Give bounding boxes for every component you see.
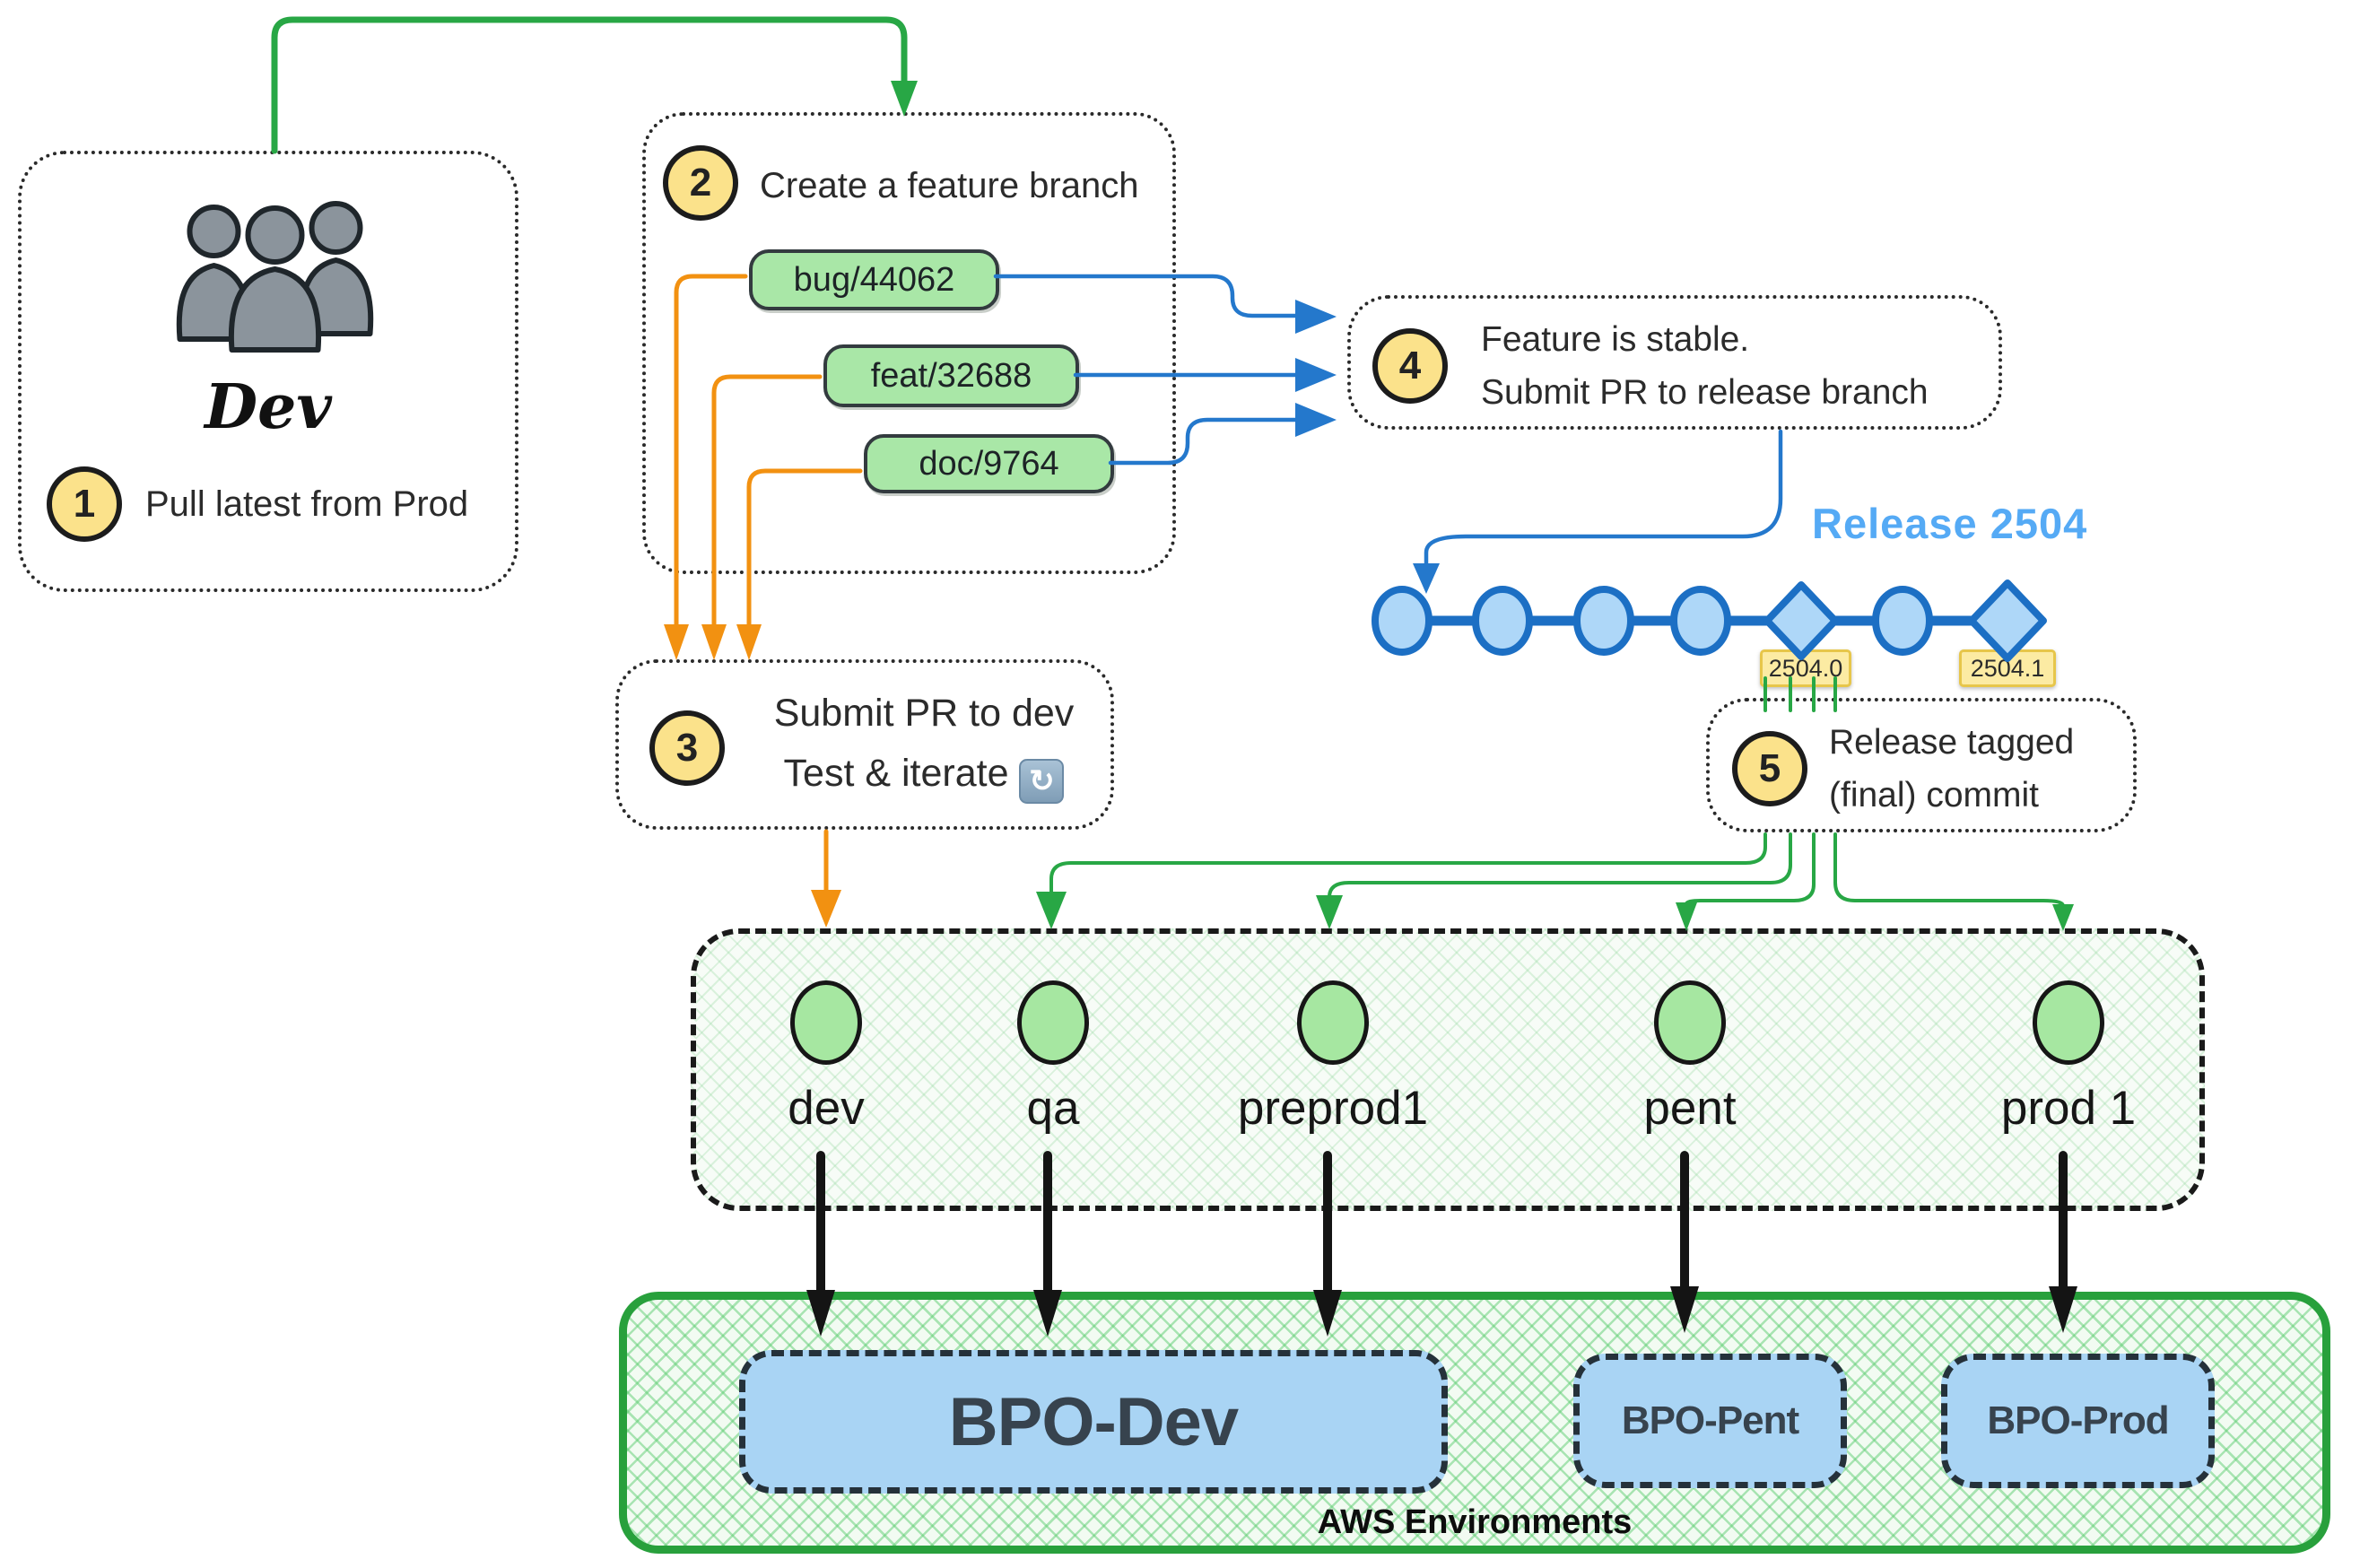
step-3-line1: Submit PR to dev [773,692,1075,735]
step-4-line2: Submit PR to release branch [1481,372,1929,412]
aws-environments-box: BPO-Dev BPO-Pent BPO-Prod AWS Environmen… [619,1292,2330,1554]
release-tag-2504-1: 2504.1 [1959,649,2056,687]
env-circle-preprod1 [1297,980,1369,1065]
branch-pill-bug: bug/44062 [749,249,999,310]
arrows-release-to-envs [1036,832,2074,931]
deployment-bpo-dev: BPO-Dev [739,1350,1448,1494]
dev-team-icon [176,201,374,353]
environments-box: dev qa preprod1 pent prod 1 [691,928,2205,1211]
env-prod1: prod 1 [1952,980,2185,1136]
release-tag-2504-0: 2504.0 [1760,649,1851,687]
dev-team-box: Dev 1 Pull latest from Prod [18,151,518,592]
step-5-line1: Release tagged [1829,723,2075,762]
env-pent: pent [1573,980,1807,1136]
dev-group-label: Dev [205,371,332,443]
env-circle-qa [1017,980,1089,1065]
step-4-badge: 4 [1372,328,1448,404]
env-label-qa: qa [1026,1082,1080,1135]
refresh-icon: ↻ [1019,758,1065,804]
step-1-label: Pull latest from Prod [145,484,469,524]
env-label-prod1: prod 1 [2000,1082,2137,1135]
env-circle-prod1 [2033,980,2104,1065]
release-commit-chain [1372,579,2047,662]
env-circle-dev [790,980,862,1065]
arrow-stable-to-release-chain [1413,429,1783,594]
step-1-badge: 1 [47,466,122,542]
step-2-label: Create a feature branch [760,166,1139,205]
deployment-bpo-prod: BPO-Prod [1941,1354,2215,1488]
env-preprod1: preprod1 [1216,980,1450,1136]
step-3-line2: Test & iterate ↻ [753,744,1094,804]
aws-environments-label: AWS Environments [1317,1503,1633,1541]
arrow-pr-dev-to-env [811,829,841,928]
branch-pill-doc: doc/9764 [864,434,1114,493]
release-track-title: Release 2504 [1812,500,2088,547]
release-tagged-box: 5 Release tagged (final) commit [1706,698,2137,832]
deployment-bpo-pent: BPO-Pent [1573,1354,1847,1488]
step-5-badge: 5 [1732,731,1807,806]
env-qa: qa [936,980,1170,1136]
env-dev: dev [710,980,943,1136]
submit-pr-dev-box: 3 Submit PR to dev Test & iterate ↻ [615,659,1114,830]
env-label-pent: pent [1643,1082,1737,1135]
env-circle-pent [1654,980,1726,1065]
feature-stable-box: 4 Feature is stable. Submit PR to releas… [1347,295,2002,430]
step-3-badge: 3 [649,710,725,786]
env-label-dev: dev [788,1082,865,1135]
feature-branch-box: 2 Create a feature branch bug/44062 feat… [642,112,1176,574]
env-label-preprod1: preprod1 [1237,1082,1429,1135]
step-2-badge: 2 [663,145,738,221]
branch-pill-feat: feat/32688 [823,344,1079,407]
step-5-line2: (final) commit [1829,775,2040,814]
step-4-line1: Feature is stable. [1481,320,1750,359]
